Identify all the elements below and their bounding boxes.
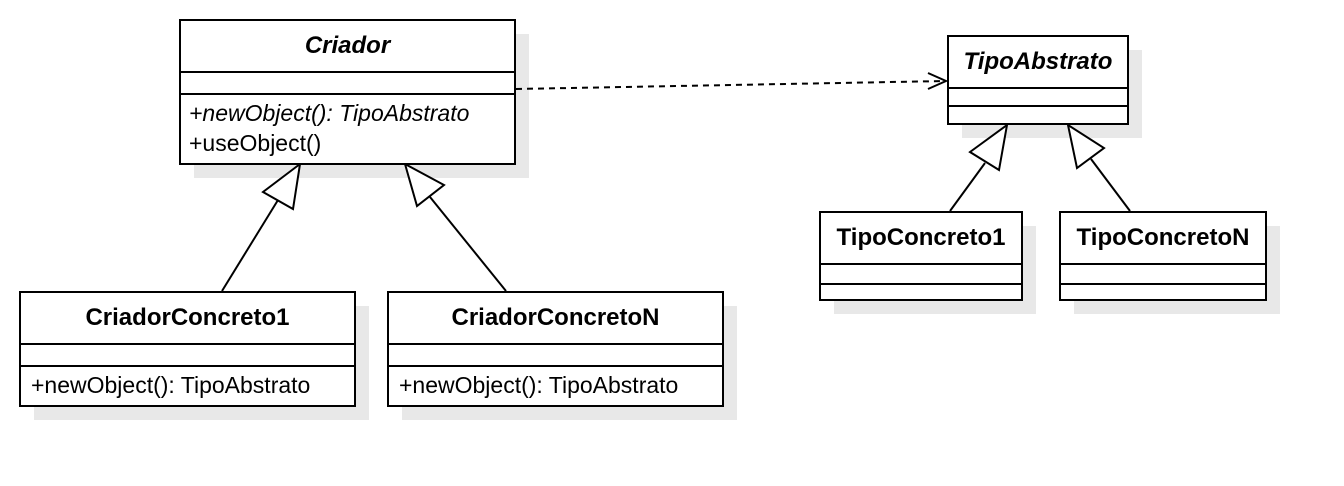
- class-tipo-concreto-n-name: TipoConcretoN: [1061, 213, 1265, 265]
- class-tipo-concreto-n[interactable]: TipoConcretoN: [1059, 211, 1267, 301]
- class-criador-concreto-1-attributes: [21, 345, 354, 367]
- class-criador-concreto-n-attributes: [389, 345, 722, 367]
- generalization-arrowhead-criador-concreto-n: [403, 161, 446, 208]
- operation-new-object: +newObject(): TipoAbstrato: [189, 100, 470, 126]
- generalization-line-tipo-concreto-1: [949, 162, 986, 212]
- generalization-line-criador-concreto-1: [221, 199, 279, 292]
- dependency-line: [515, 80, 947, 90]
- class-tipo-abstrato[interactable]: TipoAbstrato: [947, 35, 1129, 125]
- generalization-arrowhead-tipo-concreto-n: [1066, 122, 1106, 170]
- class-criador-concreto-1[interactable]: CriadorConcreto1 +newObject(): TipoAbstr…: [19, 291, 356, 407]
- class-criador-name: Criador: [181, 21, 514, 73]
- class-tipo-concreto-1[interactable]: TipoConcreto1: [819, 211, 1023, 301]
- class-criador-concreto-n[interactable]: CriadorConcretoN +newObject(): TipoAbstr…: [387, 291, 724, 407]
- class-tipo-abstrato-name: TipoAbstrato: [949, 37, 1127, 89]
- generalization-line-criador-concreto-n: [429, 196, 507, 292]
- operation-new-object: +newObject(): TipoAbstrato: [399, 372, 679, 398]
- class-criador-concreto-1-operations: +newObject(): TipoAbstrato: [21, 367, 354, 405]
- class-criador-operations: +newObject(): TipoAbstrato +useObject(): [181, 95, 514, 163]
- operation-new-object: +newObject(): TipoAbstrato: [31, 372, 311, 398]
- class-tipo-concreto-n-operations: [1061, 285, 1265, 299]
- class-tipo-concreto-n-attributes: [1061, 265, 1265, 285]
- class-tipo-concreto-1-attributes: [821, 265, 1021, 285]
- class-criador[interactable]: Criador +newObject(): TipoAbstrato +useO…: [179, 19, 516, 165]
- class-criador-concreto-n-name: CriadorConcretoN: [389, 293, 722, 345]
- generalization-arrowhead-tipo-concreto-1: [968, 122, 1009, 172]
- dependency-arrowhead: [927, 72, 949, 90]
- class-criador-concreto-1-name: CriadorConcreto1: [21, 293, 354, 345]
- generalization-arrowhead-criador-concreto-1: [261, 161, 302, 211]
- class-tipo-abstrato-operations: [949, 107, 1127, 123]
- generalization-line-tipo-concreto-n: [1090, 158, 1131, 212]
- class-tipo-abstrato-attributes: [949, 89, 1127, 107]
- class-criador-attributes: [181, 73, 514, 95]
- class-tipo-concreto-1-name: TipoConcreto1: [821, 213, 1021, 265]
- class-criador-concreto-n-operations: +newObject(): TipoAbstrato: [389, 367, 722, 405]
- operation-use-object: +useObject(): [189, 130, 322, 156]
- class-tipo-concreto-1-operations: [821, 285, 1021, 299]
